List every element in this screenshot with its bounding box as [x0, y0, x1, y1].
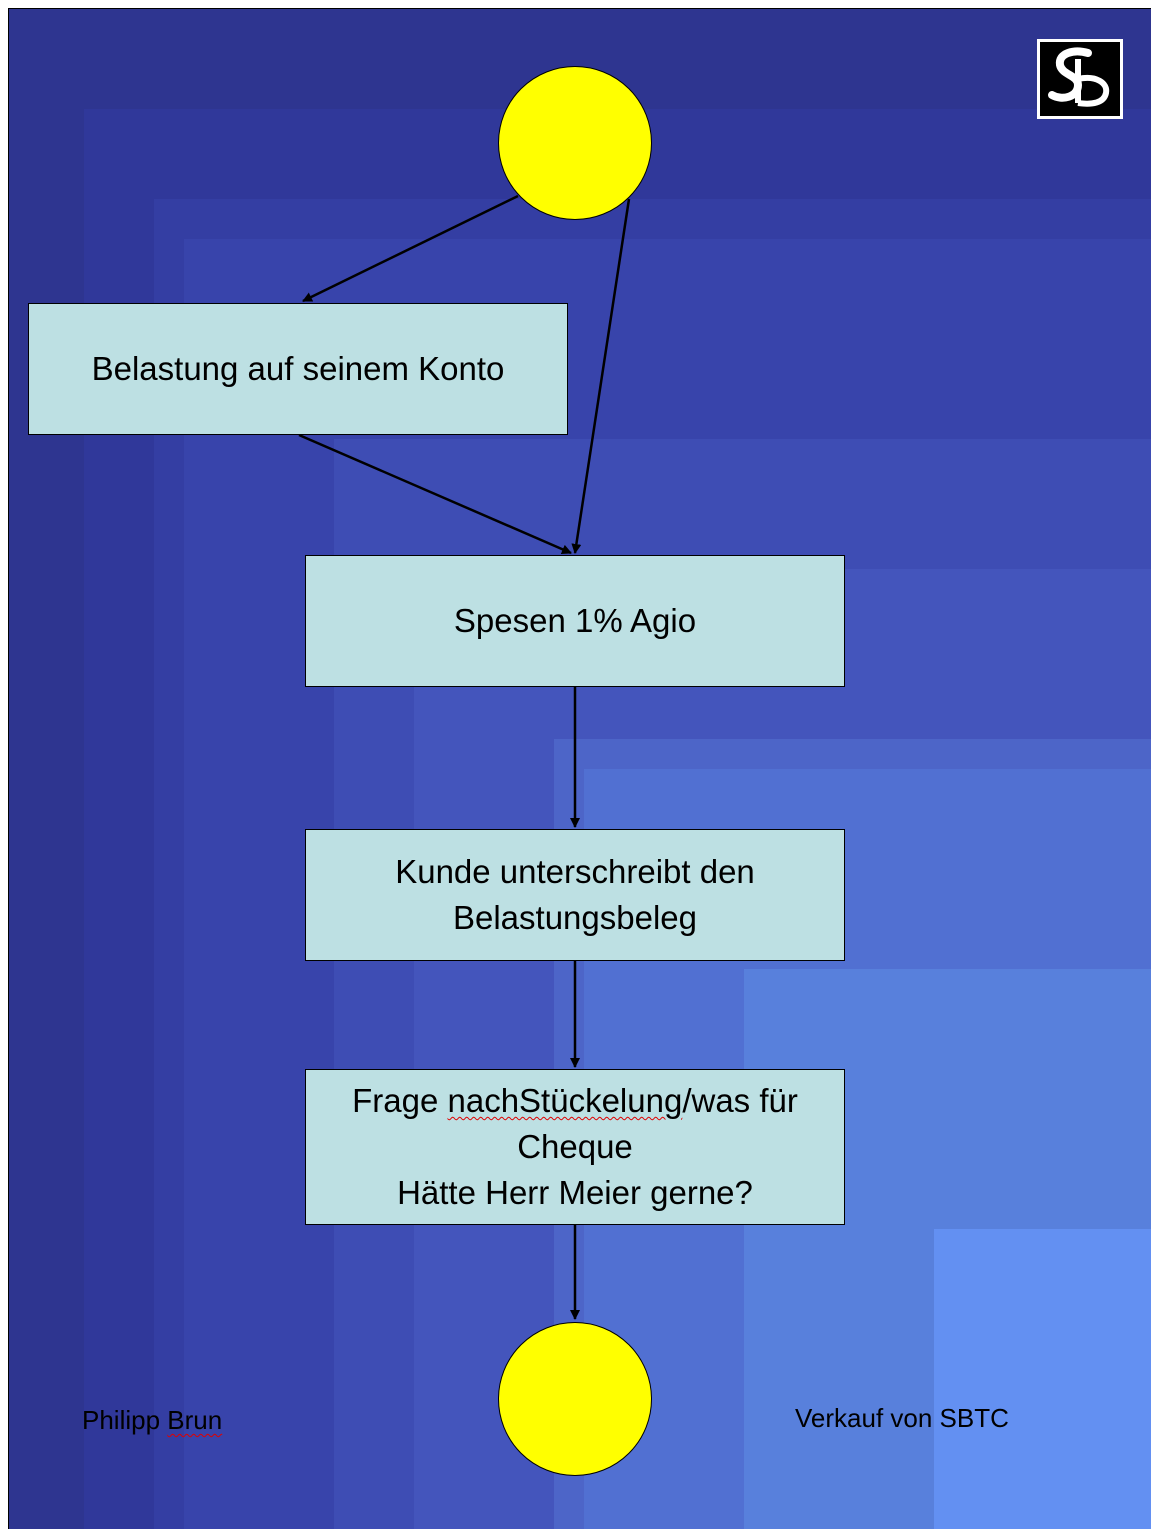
slide: Belastung auf seinem Konto Spesen 1% Agi…: [8, 8, 1151, 1529]
box-spesen-label: Spesen 1% Agio: [453, 602, 697, 639]
footer-author-last: Brun: [167, 1405, 223, 1435]
bg-square-9: [934, 1229, 1151, 1529]
box-frage-line3: Hätte Herr Meier gerne?: [397, 1174, 753, 1211]
logo: [1037, 39, 1123, 119]
box-frage-line1-a: Frage: [352, 1082, 448, 1119]
box-kunde-line1: Kunde unterschreibt den: [395, 853, 755, 890]
box-frage-line1: Frage nachStückelung/was für: [352, 1078, 798, 1124]
end-node: [498, 1322, 652, 1476]
box-frage: Frage nachStückelung/was für Cheque Hätt…: [305, 1069, 845, 1225]
arrow-start-to-spesen: [571, 198, 631, 554]
footer-author-first: Philipp: [82, 1405, 168, 1435]
logo-mark-icon: [1048, 47, 1110, 107]
box-kunde: Kunde unterschreibt den Belastungsbeleg: [305, 829, 845, 961]
arrow-start-to-konto: [302, 194, 519, 303]
box-frage-line1-c: /was für: [682, 1082, 798, 1119]
footer-title: Verkauf von SBTC: [795, 1403, 1009, 1433]
connectors: [298, 194, 631, 1320]
box-konto: Belastung auf seinem Konto: [28, 303, 568, 435]
box-kunde-line2: Belastungsbeleg: [452, 899, 698, 936]
box-spesen: Spesen 1% Agio: [305, 555, 845, 687]
footer-author: Philipp Brun: [82, 1405, 222, 1436]
box-konto-label: Belastung auf seinem Konto: [91, 350, 505, 387]
box-frage-line2: Cheque: [517, 1128, 633, 1165]
box-frage-line1-b: nachStückelung: [447, 1082, 683, 1119]
start-node: [498, 66, 652, 220]
arrow-konto-to-spesen: [298, 433, 572, 555]
